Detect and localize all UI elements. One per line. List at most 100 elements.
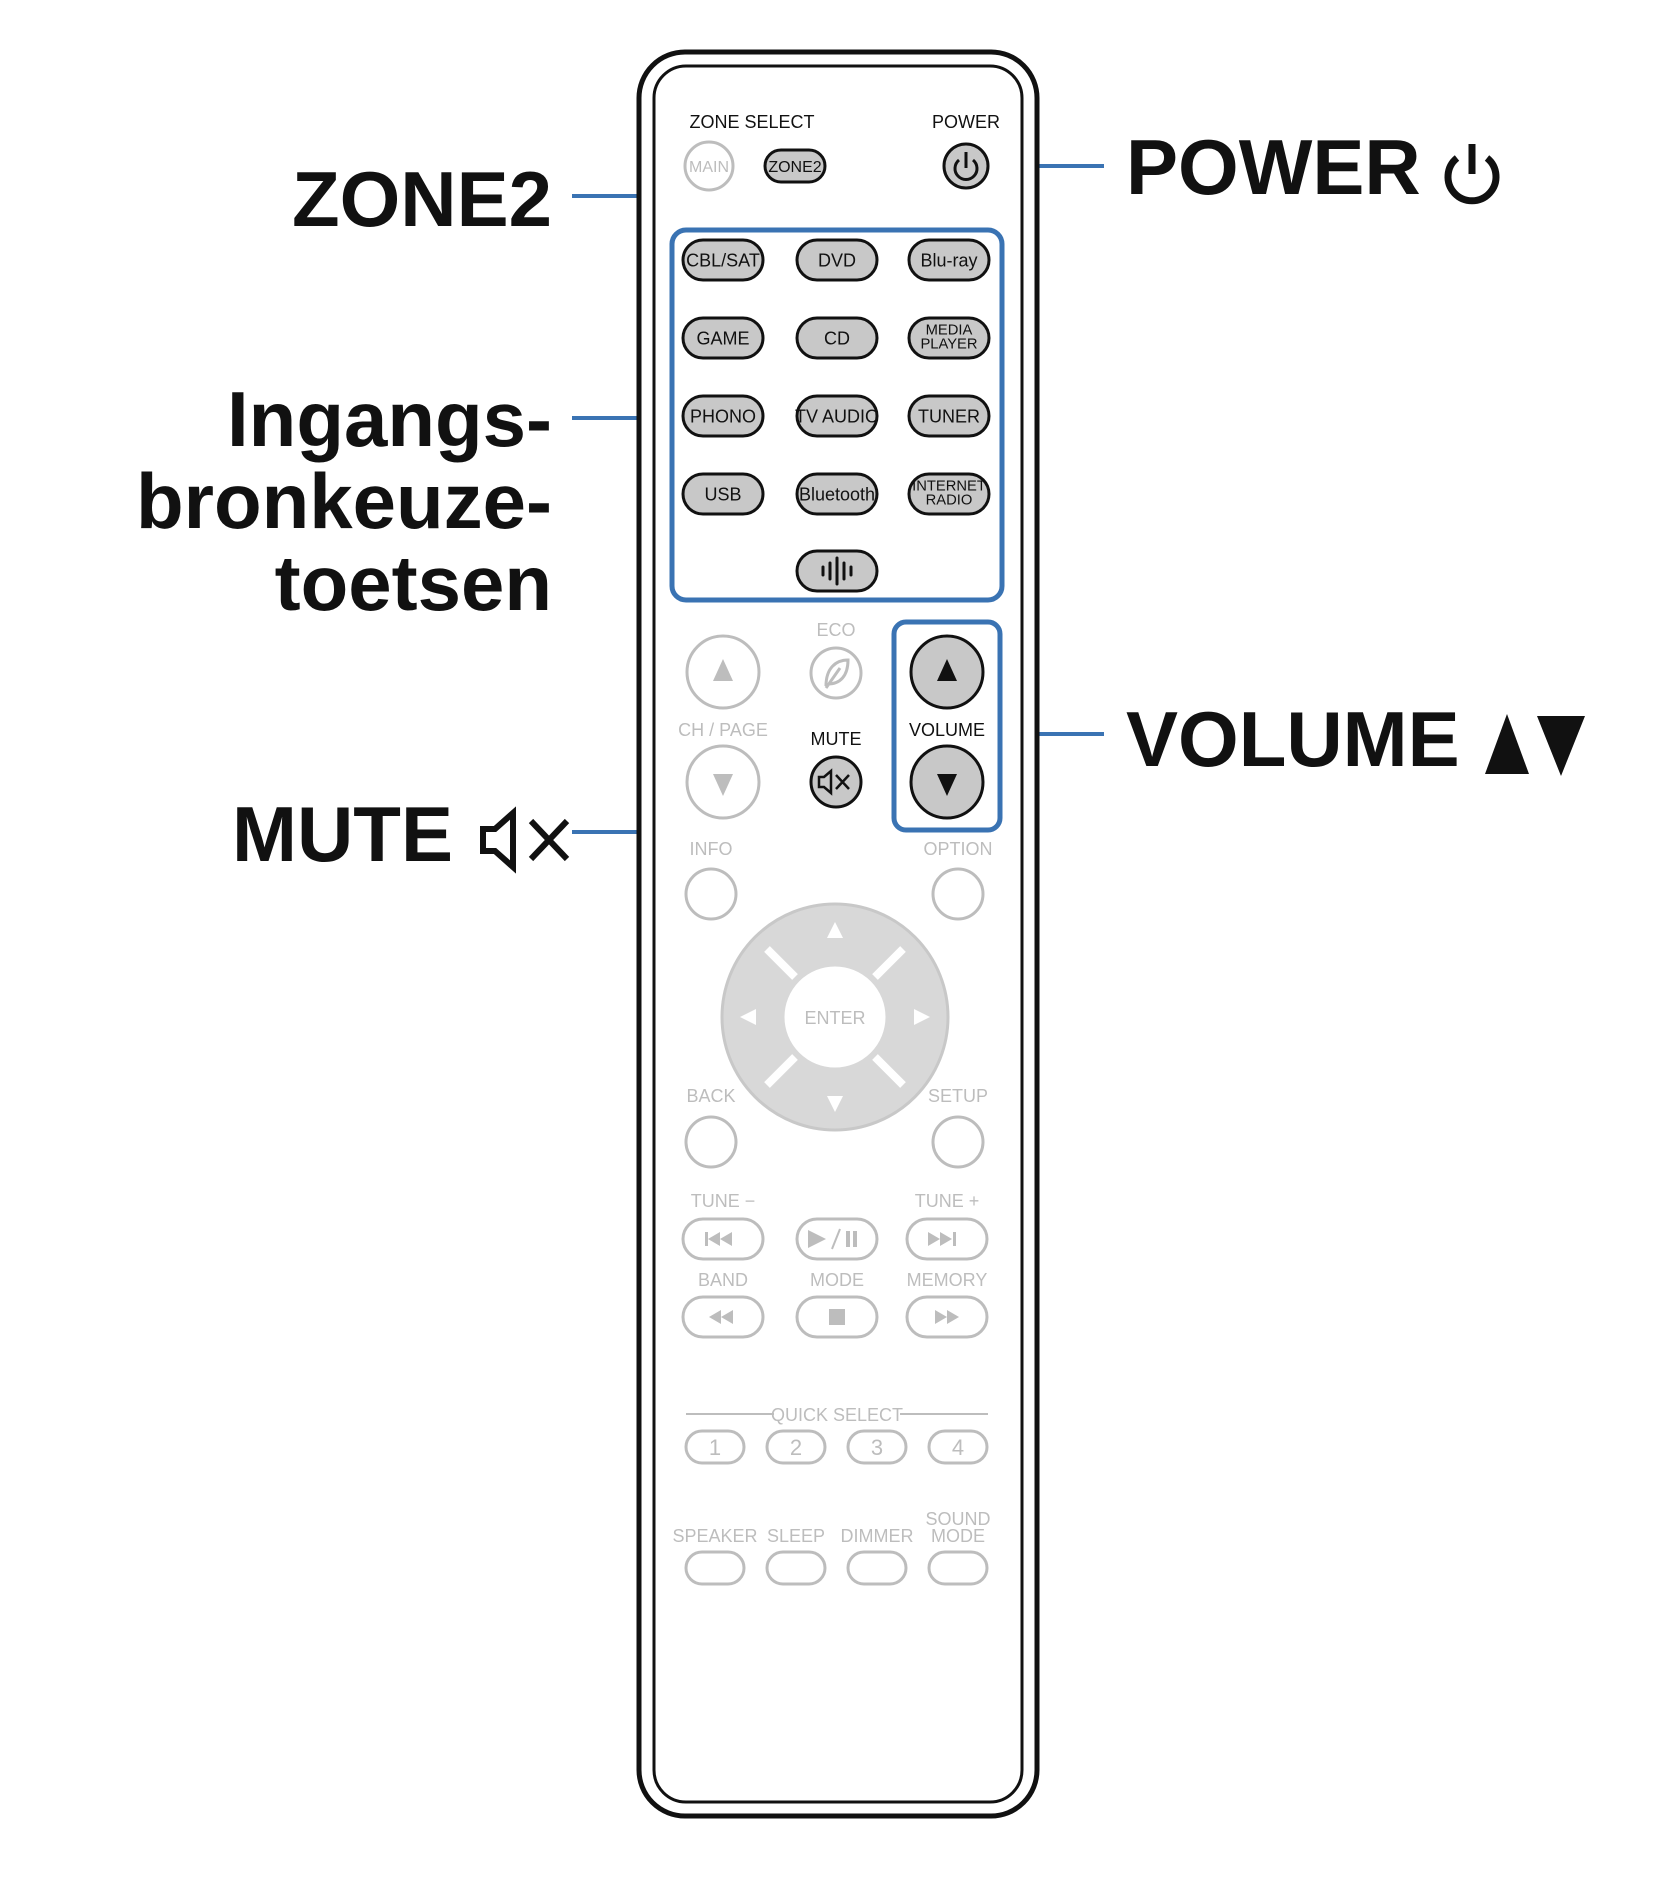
button-label-line: MEDIA (926, 322, 973, 338)
zone2-callout: ZONE2 (291, 155, 552, 243)
option-button[interactable] (931, 867, 985, 921)
button-sound-mode[interactable] (927, 1550, 989, 1586)
mute-callout-label: MUTE (232, 790, 453, 878)
eco-leaf-icon (824, 658, 850, 689)
bottom-label-line: SPEAKER (672, 1526, 757, 1546)
stop-button[interactable] (795, 1295, 879, 1339)
mute-button[interactable] (809, 755, 863, 809)
mute-small-label: MUTE (811, 729, 862, 749)
next-icon (928, 1232, 956, 1246)
source-select-highlight (669, 227, 1005, 603)
volume-callout-label: VOLUME (1126, 695, 1460, 783)
button-label: Blu-ray (920, 250, 977, 270)
stop-icon (829, 1309, 845, 1325)
button-label: CD (824, 328, 850, 348)
back-label: BACK (686, 1086, 735, 1106)
band-label: BAND (698, 1270, 748, 1290)
source-select-callout: Ingangs- bronkeuze- toetsen (120, 378, 552, 624)
button-label: CBL/SAT (686, 250, 760, 270)
zone-select-label: ZONE SELECT (689, 112, 814, 132)
power-callout: POWER (1126, 128, 1502, 208)
button-label-line: INTERNET (912, 478, 986, 494)
heos-icon (821, 556, 853, 586)
dpad-right-icon (914, 1009, 930, 1025)
next-button[interactable] (905, 1217, 989, 1261)
bottom-label-line: MODE (931, 1526, 985, 1546)
volume-down-button[interactable] (909, 744, 985, 820)
source-button-cd[interactable]: CD (795, 316, 879, 360)
quick-select-number: 2 (790, 1435, 802, 1460)
zone2-button[interactable]: ZONE2 (763, 148, 827, 184)
mute-callout: MUTE (232, 795, 569, 875)
volume-up-button[interactable] (909, 634, 985, 710)
back-button[interactable] (684, 1115, 738, 1169)
quick-select-number: 4 (952, 1435, 964, 1460)
source-button-blu-ray[interactable]: Blu-ray (907, 238, 991, 282)
heos-button[interactable] (795, 549, 879, 593)
source-button-game[interactable]: GAME (681, 316, 765, 360)
ch-page-down-button[interactable] (685, 744, 761, 820)
quick-select-number: 1 (709, 1435, 721, 1460)
source-button-bluetooth[interactable]: Bluetooth (795, 472, 879, 516)
power-small-label: POWER (932, 112, 1000, 132)
quick-select-button-3[interactable]: 3 (846, 1429, 908, 1465)
button-label: PHONO (690, 406, 756, 426)
bottom-label-line: DIMMER (841, 1526, 914, 1546)
button-sleep[interactable] (765, 1550, 827, 1586)
quick-select-number: 3 (871, 1435, 883, 1460)
previous-button[interactable] (681, 1217, 765, 1261)
button-label: TV AUDIO (795, 406, 879, 426)
volume-up-icon (937, 659, 957, 681)
source-button-usb[interactable]: USB (681, 472, 765, 516)
button-dimmer[interactable] (846, 1550, 908, 1586)
source-button-cbl-sat[interactable]: CBL/SAT (681, 238, 765, 282)
info-label: INFO (690, 839, 733, 859)
setup-button[interactable] (931, 1115, 985, 1169)
source-button-tuner[interactable]: TUNER (907, 394, 991, 438)
quick-select-button-2[interactable]: 2 (765, 1429, 827, 1465)
ch-page-up-button[interactable] (685, 634, 761, 710)
bottom-label-line: SOUND (925, 1509, 990, 1529)
quick-select-buttons: 1 2 3 4 (684, 1429, 989, 1465)
button-label: USB (704, 484, 741, 504)
source-callout-line2: bronkeuze- (135, 457, 552, 545)
rewind-button[interactable] (681, 1295, 765, 1339)
volume-small-label: VOLUME (909, 720, 985, 740)
enter-label: ENTER (804, 1008, 865, 1028)
info-button[interactable] (684, 867, 738, 921)
button-label: TUNER (918, 406, 980, 426)
quick-select-button-1[interactable]: 1 (684, 1429, 746, 1465)
source-button-dvd[interactable]: DVD (795, 238, 879, 282)
power-callout-label: POWER (1126, 123, 1421, 211)
button-speaker[interactable] (684, 1550, 746, 1586)
button-label: GAME (696, 328, 749, 348)
fast-forward-button[interactable] (905, 1295, 989, 1339)
tune-plus-label: TUNE + (915, 1191, 980, 1211)
source-button-phono[interactable]: PHONO (681, 394, 765, 438)
mute-icon (479, 806, 569, 875)
play-pause-button[interactable] (795, 1217, 879, 1261)
power-button[interactable] (942, 142, 990, 190)
source-button-tv-audio[interactable]: TV AUDIO (795, 394, 879, 438)
power-icon (1444, 144, 1500, 205)
button-label: Bluetooth (799, 484, 875, 504)
label-dimmer: DIMMER (841, 1526, 914, 1546)
volume-highlight (891, 619, 1003, 833)
ch-page-label: CH / PAGE (678, 720, 768, 740)
volume-callout: VOLUME (1126, 700, 1591, 780)
tune-minus-label: TUNE − (691, 1191, 756, 1211)
zone2-button-label: ZONE2 (768, 159, 821, 176)
power-button-icon (953, 152, 979, 181)
dpad-up-icon (827, 922, 843, 938)
main-button[interactable]: MAIN (683, 140, 735, 192)
quick-select-button-4[interactable]: 4 (927, 1429, 989, 1465)
enter-button[interactable]: ENTER (781, 963, 889, 1071)
mute-button-icon (817, 768, 850, 796)
eco-button[interactable] (809, 646, 863, 700)
